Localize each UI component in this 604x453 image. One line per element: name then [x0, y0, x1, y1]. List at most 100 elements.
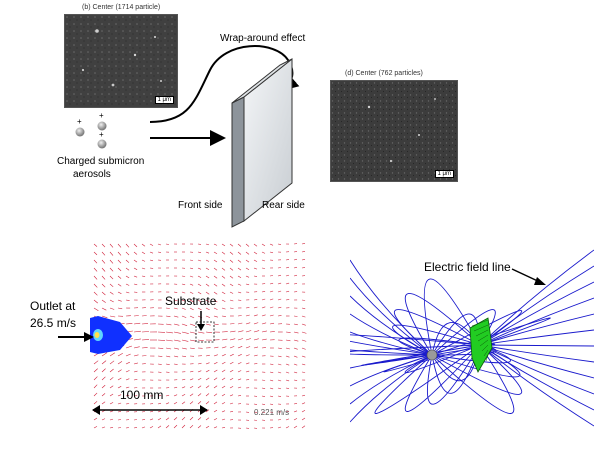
vector-arrow — [253, 354, 258, 357]
vector-arrow — [133, 322, 141, 325]
vector-arrow — [117, 283, 122, 287]
vector-arrow — [221, 338, 228, 341]
field-line-right — [479, 344, 594, 347]
vector-arrow — [117, 427, 122, 429]
vector-arrow — [221, 346, 227, 349]
vector-arrow — [237, 378, 242, 381]
vector-arrow — [237, 243, 242, 247]
aerosol-label-line1: Charged submicron — [57, 156, 145, 167]
vector-arrow — [149, 426, 154, 429]
vector-arrow — [93, 368, 98, 373]
vector-arrow — [221, 291, 226, 295]
scale-bar-b: 1 μm — [154, 96, 174, 104]
scale-bar-b-label: 1 μm — [157, 97, 171, 103]
vector-arrow — [293, 425, 298, 429]
vector-arrow — [189, 393, 194, 397]
vector-arrow — [101, 352, 108, 357]
vector-arrow — [237, 291, 242, 294]
vector-arrow — [277, 306, 282, 309]
vector-arrow — [101, 267, 106, 272]
vector-arrow — [133, 379, 138, 381]
vector-arrow — [293, 323, 298, 326]
vector-arrow — [221, 402, 226, 405]
vector-arrow — [213, 267, 218, 271]
vector-arrow — [117, 402, 122, 405]
vector-arrow — [165, 307, 170, 309]
vector-arrow — [229, 386, 234, 389]
vector-arrow — [189, 283, 194, 286]
vector-arrow — [181, 355, 187, 357]
vector-arrow — [245, 275, 250, 278]
vector-arrow — [109, 299, 114, 303]
vector-arrow — [125, 283, 130, 286]
vector-arrow — [269, 251, 274, 254]
vector-arrow — [93, 307, 99, 311]
substrate-outline — [195, 321, 215, 343]
vector-arrow — [261, 411, 266, 413]
vector-arrow — [93, 299, 98, 304]
field-line-left — [350, 354, 433, 387]
vector-arrow — [197, 283, 202, 287]
vector-arrow — [213, 346, 219, 349]
vector-arrow — [93, 384, 98, 389]
vector-arrow — [269, 363, 274, 365]
vector-arrow — [141, 275, 146, 277]
vector-arrow — [181, 339, 189, 342]
hatch-line — [483, 349, 489, 357]
vector-arrow — [245, 259, 250, 263]
vector-arrow — [109, 427, 114, 429]
vector-arrow — [245, 379, 250, 381]
outlet-jet — [90, 316, 132, 354]
vector-arrow — [149, 251, 154, 254]
vector-arrow — [229, 346, 235, 349]
outlet-core-inner — [94, 332, 100, 338]
vector-arrow — [277, 290, 282, 293]
sem-image-d: 1 μm — [330, 80, 458, 182]
vector-arrow — [181, 331, 189, 334]
vector-arrow — [133, 315, 139, 317]
vector-arrow — [277, 267, 282, 269]
vector-arrow — [125, 291, 130, 294]
vector-arrow — [221, 369, 226, 373]
vector-arrow — [101, 426, 106, 429]
sem-image-b: 1 μm — [64, 14, 178, 108]
vector-arrow — [133, 275, 138, 278]
vector-arrow — [181, 275, 186, 277]
vector-arrow — [101, 299, 106, 303]
vector-arrow — [213, 401, 218, 405]
vector-arrow — [221, 251, 226, 255]
vector-arrow — [213, 307, 218, 310]
vector-arrow — [229, 369, 234, 373]
vector-arrow — [93, 283, 98, 288]
aerosol-particle — [97, 121, 107, 131]
vector-arrow — [197, 401, 202, 405]
aerosol-label-line2: aerosols — [73, 169, 111, 180]
vector-arrow — [205, 362, 210, 365]
vector-arrow — [173, 323, 180, 326]
vector-arrow — [301, 417, 306, 421]
vector-arrow — [293, 331, 299, 334]
vector-arrow — [141, 347, 148, 349]
vector-arrow — [213, 299, 218, 303]
vector-arrow — [229, 361, 234, 365]
vector-arrow — [117, 251, 122, 256]
vector-arrow — [157, 355, 163, 357]
plate-top-edge — [231, 58, 293, 104]
field-line-left — [350, 259, 433, 356]
vector-arrow — [157, 402, 162, 405]
vector-arrow — [253, 419, 258, 421]
vector-arrow — [301, 251, 306, 253]
vector-arrow — [101, 243, 106, 248]
vector-arrow — [221, 267, 226, 271]
vector-arrow — [269, 290, 274, 293]
vector-arrow — [301, 394, 306, 397]
vector-arrow — [133, 283, 138, 286]
vector-arrow — [261, 243, 266, 247]
hatch-line — [475, 329, 489, 337]
vector-arrow — [125, 403, 130, 405]
vector-arrow — [205, 369, 210, 373]
vector-arrow — [133, 354, 139, 357]
vector-arrow — [221, 385, 226, 389]
vector-arrow — [245, 362, 250, 365]
substrate-pointer-arrow — [197, 311, 205, 331]
